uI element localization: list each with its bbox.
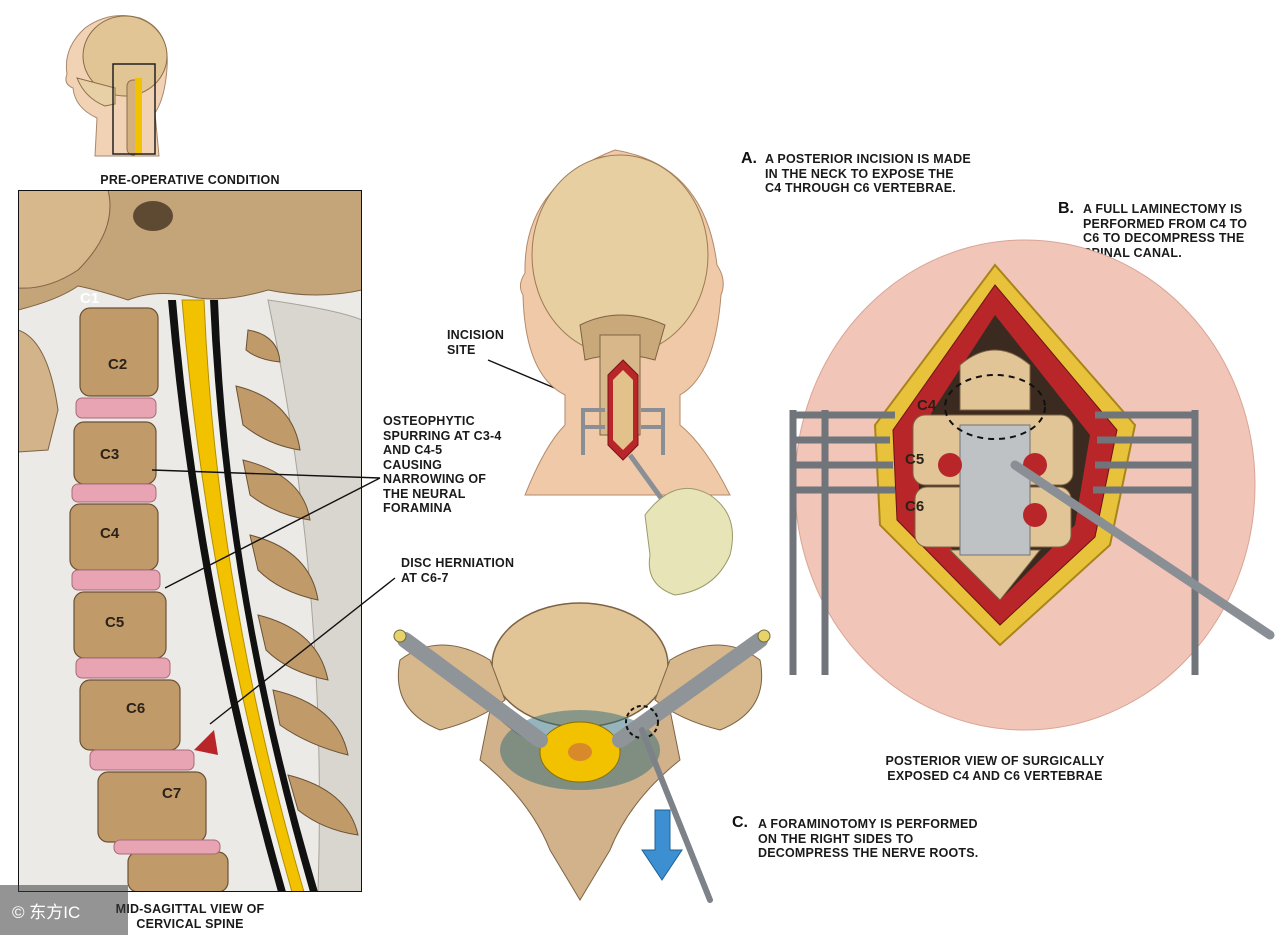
watermark: © 东方IC [0,885,128,935]
surgical-exposure-illustration [789,239,1275,731]
posterior-head-illustration [519,149,733,596]
posterior-label-c5: C5 [905,451,925,468]
vertebra-label-c1: C1 [80,290,100,307]
sagittal-spine-panel [18,190,362,892]
pre-operative-label: PRE-OPERATIVE CONDITION [100,173,280,187]
disc-herniation-label: DISC HERNIATION AT C6-7 [401,556,515,585]
vertebra-label-c6: C6 [126,700,146,717]
mid-sagittal-label: MID-SAGITTAL VIEW OF CERVICAL SPINE [115,902,265,931]
step-a-text: A POSTERIOR INCISION IS MADE IN THE NECK… [765,152,971,195]
incision-site-label: INCISION SITE [447,328,505,357]
vertebra-label-c2: C2 [108,356,128,373]
vertebra-label-c5: C5 [105,614,125,631]
posterior-label-c6: C6 [905,498,925,515]
vertebra-label-c3: C3 [100,446,120,463]
axial-vertebra-illustration [393,602,771,903]
posterior-view-label: POSTERIOR VIEW OF SURGICALLY EXPOSED C4 … [885,754,1105,783]
osteophytic-label: OSTEOPHYTIC SPURRING AT C3-4 AND C4-5 CA… [383,414,502,515]
watermark-text: © 东方IC [12,902,81,922]
step-c-text: A FORAMINOTOMY IS PERFORMED ON THE RIGHT… [758,817,979,860]
thumbnail-highlight-box [112,63,156,155]
vertebra-label-c4: C4 [100,525,120,542]
step-c-letter: C. [732,814,748,831]
step-b-letter: B. [1058,200,1074,217]
step-b-text: A FULL LAMINECTOMY IS PERFORMED FROM C4 … [1083,202,1248,260]
head-thumbnail [65,15,168,157]
posterior-label-c4: C4 [917,397,937,414]
step-a-letter: A. [741,150,757,167]
vertebra-label-c7: C7 [162,785,182,802]
